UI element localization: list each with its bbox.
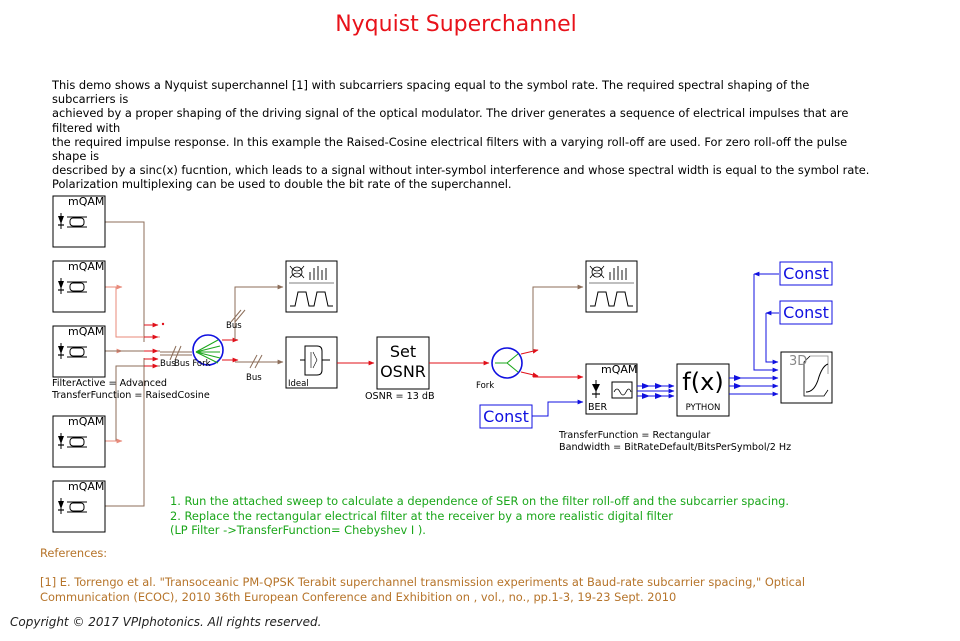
link-const-receiver [532,399,584,417]
transmitter-1[interactable] [52,195,106,248]
ber-label: BER [588,402,608,413]
receiver-label: mQAM [601,363,638,376]
receiver-module[interactable] [585,363,638,415]
bus-fork-outputs [222,284,284,369]
const-1-label: Const [783,264,829,283]
page-title: Nyquist Superchannel [335,12,577,37]
instructions-text: 1. Run the attached sweep to calculate a… [170,494,790,537]
receiver-params: TransferFunction = Rectangular Bandwidth… [559,430,792,453]
const-2-label: Const [783,303,829,322]
fork-outputs [520,284,584,380]
fork-label: Fork [476,381,495,391]
link-receiver-fx [637,383,675,399]
junction-dot [161,322,165,326]
copyright-text: Copyright © 2017 VPIphotonics. All right… [10,615,322,629]
transmitter-4-label: mQAM [68,415,105,428]
links-const-plot [753,271,779,373]
const-3-label: Const [483,407,529,426]
spectrum-analyzer-2[interactable] [585,260,638,313]
tx-bus-red-arrows [144,322,159,369]
plot-3d-module[interactable] [780,351,833,404]
transmitter-5-label: mQAM [68,480,105,493]
transmitter-2-label: mQAM [68,260,105,273]
description-text: This demo shows a Nyquist superchannel [… [52,78,870,192]
python-label: PYTHON [685,403,721,413]
spectrum-analyzer-1[interactable] [285,260,338,313]
const-block-3[interactable] [479,404,533,429]
python-fx-module[interactable] [676,363,730,417]
ideal-filter-label: Ideal [288,379,309,389]
osnr-param: OSNR = 13 dB [365,391,435,402]
transmitter-4[interactable] [52,415,106,468]
transmitter-3-label: mQAM [68,325,105,338]
ideal-filter-module[interactable] [285,336,338,389]
transmitter-2[interactable] [52,260,106,313]
bus-label-upper: Bus [226,321,242,331]
link-fx-plot [729,375,779,397]
plot-3d-label: 3D [789,354,808,369]
bus-fork-label: Bus Fork [174,359,211,369]
fork-module[interactable] [491,347,523,379]
reference-1: [1] E. Torrengo et al. "Transoceanic PM-… [40,575,806,604]
bus-into-fork [160,345,192,361]
set-osnr-line-1: Set [389,342,417,361]
bus-label-input: Bus [160,359,176,369]
transmitter-1-label: mQAM [68,195,105,208]
transmitter-params: FilterActive = Advanced TransferFunction… [52,378,210,401]
bus-fork-module[interactable] [192,334,224,366]
fx-label: f(x) [682,368,724,396]
transmitter-3[interactable] [52,325,106,378]
tx-bus-wires [105,221,160,507]
references-heading: References: [40,546,108,560]
bus-label-lower: Bus [246,373,262,383]
set-osnr-line-2: OSNR [380,362,426,381]
set-osnr-module[interactable] [376,336,430,390]
transmitter-5[interactable] [52,480,106,533]
const-block-2[interactable] [779,300,833,325]
const-block-1[interactable] [779,261,833,286]
